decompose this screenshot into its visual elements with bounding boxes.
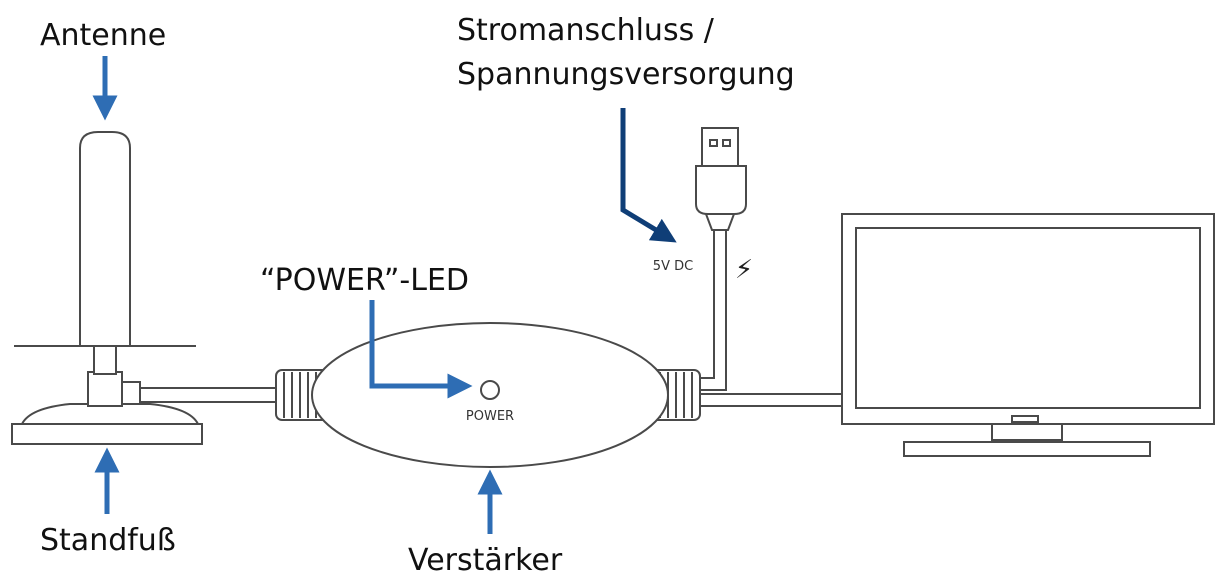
usb-plug-icon (695, 127, 747, 231)
label-antenna: Antenne (40, 18, 166, 53)
coax-cable-antenna (138, 387, 278, 403)
tv-icon (841, 213, 1215, 457)
antenna-neck (87, 371, 123, 407)
tv-stand-base (903, 441, 1151, 457)
tv-screen (855, 227, 1201, 409)
antenna-rod (79, 131, 131, 347)
label-power-supply-line2: Spannungsversorgung (457, 57, 795, 92)
usb-plug-tip (701, 127, 739, 167)
label-amplifier: Verstärker (408, 543, 563, 578)
antenna-icon (11, 131, 203, 445)
cables (138, 228, 842, 407)
dc-label: 5V DC (653, 259, 693, 274)
label-power-supply-line1: Stromanschluss / (457, 13, 715, 48)
tv-logo-bar (1011, 415, 1039, 423)
antenna-connector (121, 381, 141, 405)
coax-cable-tv (700, 393, 842, 407)
lightning-icon: ⚡ (735, 255, 753, 285)
antenna-base-top (20, 403, 200, 425)
callout-arrows (92, 56, 677, 534)
amp-power-text: POWER (466, 409, 514, 424)
arrow-power-led (369, 300, 473, 399)
power-led-icon (480, 380, 500, 400)
label-power-led: “POWER”-LED (260, 263, 469, 298)
antenna-base (11, 423, 203, 445)
tv-stand-neck (991, 423, 1063, 441)
usb-plug-body (695, 165, 747, 215)
amplifier-icon: POWER (275, 322, 701, 468)
label-stand: Standfuß (40, 523, 176, 558)
usb-plug-neck (704, 213, 736, 231)
antenna-neck-top (93, 345, 117, 375)
usb-cable (690, 228, 727, 391)
arrow-power-supply (620, 108, 677, 243)
